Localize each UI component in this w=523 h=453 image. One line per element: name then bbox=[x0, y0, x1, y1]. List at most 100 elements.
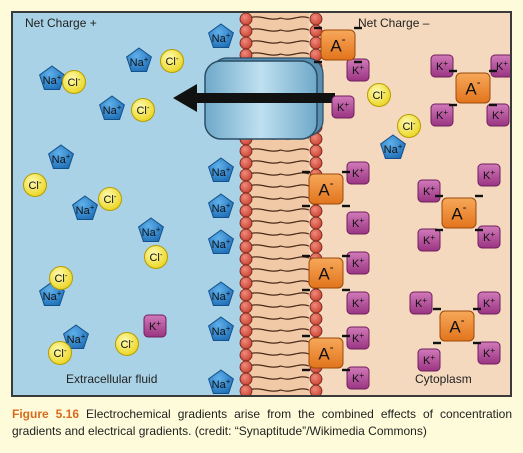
chloride-icon bbox=[160, 49, 184, 73]
lipid-tail bbox=[280, 196, 310, 200]
negative-charge-mark bbox=[342, 170, 350, 174]
lipid-tail bbox=[280, 220, 310, 224]
anion-icon bbox=[308, 257, 344, 289]
ion-charge: + bbox=[430, 184, 435, 193]
potassium-ion: K+ bbox=[346, 326, 370, 350]
potassium-ion: K+ bbox=[409, 291, 433, 315]
chloride-ion: Cl- bbox=[115, 332, 139, 356]
phospholipid-head bbox=[309, 228, 323, 242]
potassium-ion: K+ bbox=[477, 225, 501, 249]
phospholipid-head bbox=[239, 216, 253, 230]
phospholipid-head bbox=[239, 168, 253, 182]
phospholipid-head bbox=[309, 324, 323, 338]
potassium-icon bbox=[346, 291, 370, 315]
negative-charge-mark bbox=[473, 341, 481, 345]
lipid-tail bbox=[280, 268, 310, 272]
negative-charge-mark bbox=[435, 228, 443, 232]
sodium-ion: Na+ bbox=[63, 324, 89, 349]
potassium-icon bbox=[143, 314, 167, 338]
phospholipid-head bbox=[239, 384, 253, 395]
lipid-tail bbox=[280, 184, 310, 188]
potassium-icon bbox=[346, 58, 370, 82]
anion-protein: A- bbox=[433, 307, 481, 345]
lipid-tail bbox=[280, 148, 310, 152]
sodium-ion: Na+ bbox=[99, 95, 125, 120]
potassium-ion: K+ bbox=[477, 291, 501, 315]
sodium-icon bbox=[208, 193, 234, 218]
potassium-icon bbox=[430, 103, 454, 127]
negative-charge-mark bbox=[354, 60, 362, 64]
potassium-icon bbox=[346, 366, 370, 390]
potassium-icon bbox=[477, 163, 501, 187]
ion-symbol: Cl- bbox=[149, 250, 162, 265]
anion-icon bbox=[308, 337, 344, 369]
lipid-tail bbox=[280, 160, 310, 164]
potassium-ion: K+ bbox=[346, 211, 370, 235]
potassium-icon bbox=[417, 179, 441, 203]
negative-charge-mark bbox=[314, 60, 322, 64]
anion-icon bbox=[439, 310, 475, 342]
ion-charge: - bbox=[64, 346, 67, 355]
anion-icon bbox=[441, 197, 477, 229]
potassium-ion: K+ bbox=[477, 341, 501, 365]
potassium-icon bbox=[346, 326, 370, 350]
sodium-icon bbox=[208, 369, 234, 394]
ion-charge: + bbox=[226, 201, 231, 210]
negative-charge-mark bbox=[302, 170, 310, 174]
phospholipid-head bbox=[239, 348, 253, 362]
negative-charge-mark bbox=[449, 69, 457, 73]
ion-charge: + bbox=[359, 216, 364, 225]
phospholipid-head bbox=[239, 276, 253, 290]
phospholipid-head bbox=[309, 372, 323, 386]
chloride-icon bbox=[397, 114, 421, 138]
anion-icon bbox=[320, 29, 356, 61]
negative-charge-mark bbox=[354, 26, 362, 30]
potassium-icon bbox=[486, 103, 510, 127]
lipid-tail bbox=[280, 256, 310, 260]
phospholipid-head bbox=[309, 204, 323, 218]
phospholipid-head bbox=[309, 300, 323, 314]
ion-charge: + bbox=[144, 55, 149, 64]
negative-charge-mark bbox=[475, 228, 483, 232]
potassium-icon bbox=[477, 291, 501, 315]
sodium-icon bbox=[380, 134, 406, 159]
ion-charge: - bbox=[463, 200, 467, 214]
negative-charge-mark bbox=[489, 103, 497, 107]
ion-charge: + bbox=[490, 346, 495, 355]
ion-charge: + bbox=[359, 296, 364, 305]
ion-symbol: Cl- bbox=[54, 271, 67, 286]
potassium-ion: K+ bbox=[331, 95, 355, 119]
sodium-ion: Na+ bbox=[208, 316, 234, 341]
negative-charge-mark bbox=[302, 288, 310, 292]
ion-symbol: Cl- bbox=[165, 54, 178, 69]
phospholipid-head bbox=[239, 204, 253, 218]
electrochemical-gradient-diagram: Na+Na+Na+Na+Na+Na+Na+Na+Na+Na+Na+Na+Na+N… bbox=[13, 13, 510, 395]
sodium-icon bbox=[126, 47, 152, 72]
ion-charge: + bbox=[226, 237, 231, 246]
ion-charge: - bbox=[78, 75, 81, 84]
ion-charge: - bbox=[114, 192, 117, 201]
negative-charge-mark bbox=[314, 26, 322, 30]
ion-charge: + bbox=[226, 324, 231, 333]
sodium-icon bbox=[208, 23, 234, 48]
lipid-tail bbox=[280, 28, 310, 32]
ion-symbol: Cl- bbox=[402, 119, 415, 134]
potassium-icon bbox=[477, 341, 501, 365]
ion-symbol: Cl- bbox=[136, 103, 149, 118]
ion-charge: + bbox=[57, 289, 62, 298]
sodium-ion: Na+ bbox=[208, 281, 234, 306]
negative-charge-mark bbox=[449, 103, 457, 107]
lipid-tail bbox=[280, 316, 310, 320]
phospholipid-head bbox=[239, 24, 253, 38]
potassium-ion: K+ bbox=[346, 161, 370, 185]
negative-charge-mark bbox=[302, 334, 310, 338]
lipid-tail bbox=[280, 328, 310, 332]
phospholipid-head bbox=[309, 36, 323, 50]
ion-charge: + bbox=[503, 59, 508, 68]
ion-charge: + bbox=[66, 152, 71, 161]
potassium-icon bbox=[331, 95, 355, 119]
ion-charge: + bbox=[359, 166, 364, 175]
phospholipid-head bbox=[239, 312, 253, 326]
ion-symbol: Cl- bbox=[53, 346, 66, 361]
lipid-tail bbox=[280, 16, 310, 20]
